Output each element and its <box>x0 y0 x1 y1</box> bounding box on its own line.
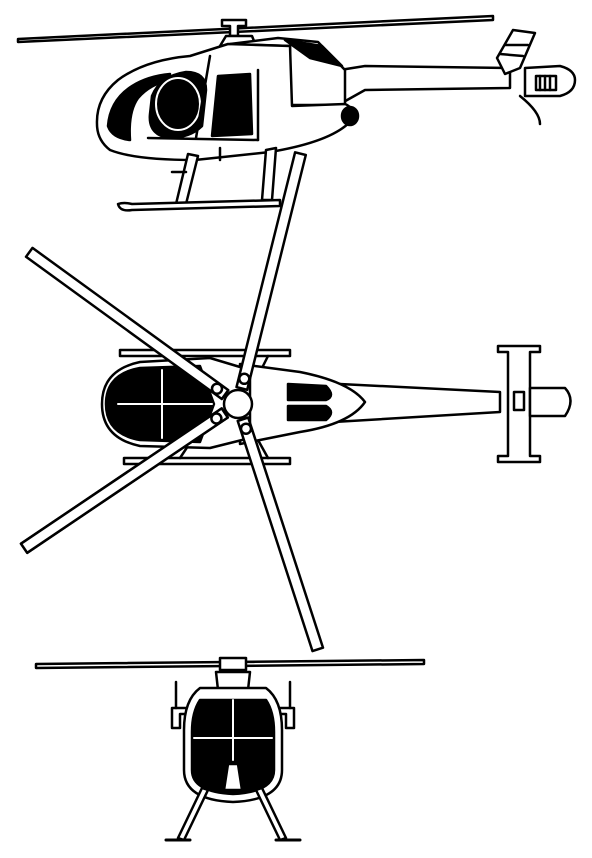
side-view <box>16 14 577 212</box>
top-view <box>19 151 572 653</box>
top-blade-grip <box>210 382 224 395</box>
side-windshield <box>106 72 172 142</box>
top-main-rotor <box>19 151 325 653</box>
top-rotor-hub <box>222 388 254 420</box>
top-tail-light <box>512 390 526 412</box>
top-rotor-blade <box>235 151 308 392</box>
side-door-seam <box>194 54 212 140</box>
front-skid-strut-left <box>176 786 210 842</box>
front-nose-panel <box>222 762 244 792</box>
top-skid-upper <box>118 348 292 358</box>
side-fin-rib <box>498 52 525 58</box>
side-main-rotor-blade <box>16 14 495 44</box>
front-skid-strut-right <box>254 786 288 842</box>
top-rotor-blade <box>236 416 325 653</box>
top-blade-grip <box>238 372 251 386</box>
side-engine-intake <box>283 38 344 68</box>
side-skid-strut-rear <box>260 146 278 202</box>
side-tail-fin <box>495 28 537 76</box>
side-exhaust <box>340 105 360 127</box>
top-engine-housing <box>238 362 367 446</box>
side-window-frame <box>155 77 201 131</box>
side-skid-strut-front <box>174 152 200 206</box>
top-blade-grip <box>210 412 223 425</box>
front-rotor-hub <box>218 656 248 672</box>
side-cockpit-window <box>148 70 208 140</box>
top-engine-intake-lower <box>286 404 333 422</box>
front-view <box>34 656 426 842</box>
side-tail-skid <box>518 94 542 126</box>
side-landing-skid <box>116 198 282 212</box>
side-door-window <box>210 72 254 138</box>
top-blade-grip <box>239 422 253 435</box>
top-engine-intake-upper <box>286 382 333 402</box>
side-door-seam <box>146 136 260 142</box>
top-tail-thruster <box>528 386 572 418</box>
side-tail-boom <box>338 64 512 106</box>
top-rotor-blade <box>19 407 230 555</box>
top-rotor-blade <box>24 246 230 401</box>
